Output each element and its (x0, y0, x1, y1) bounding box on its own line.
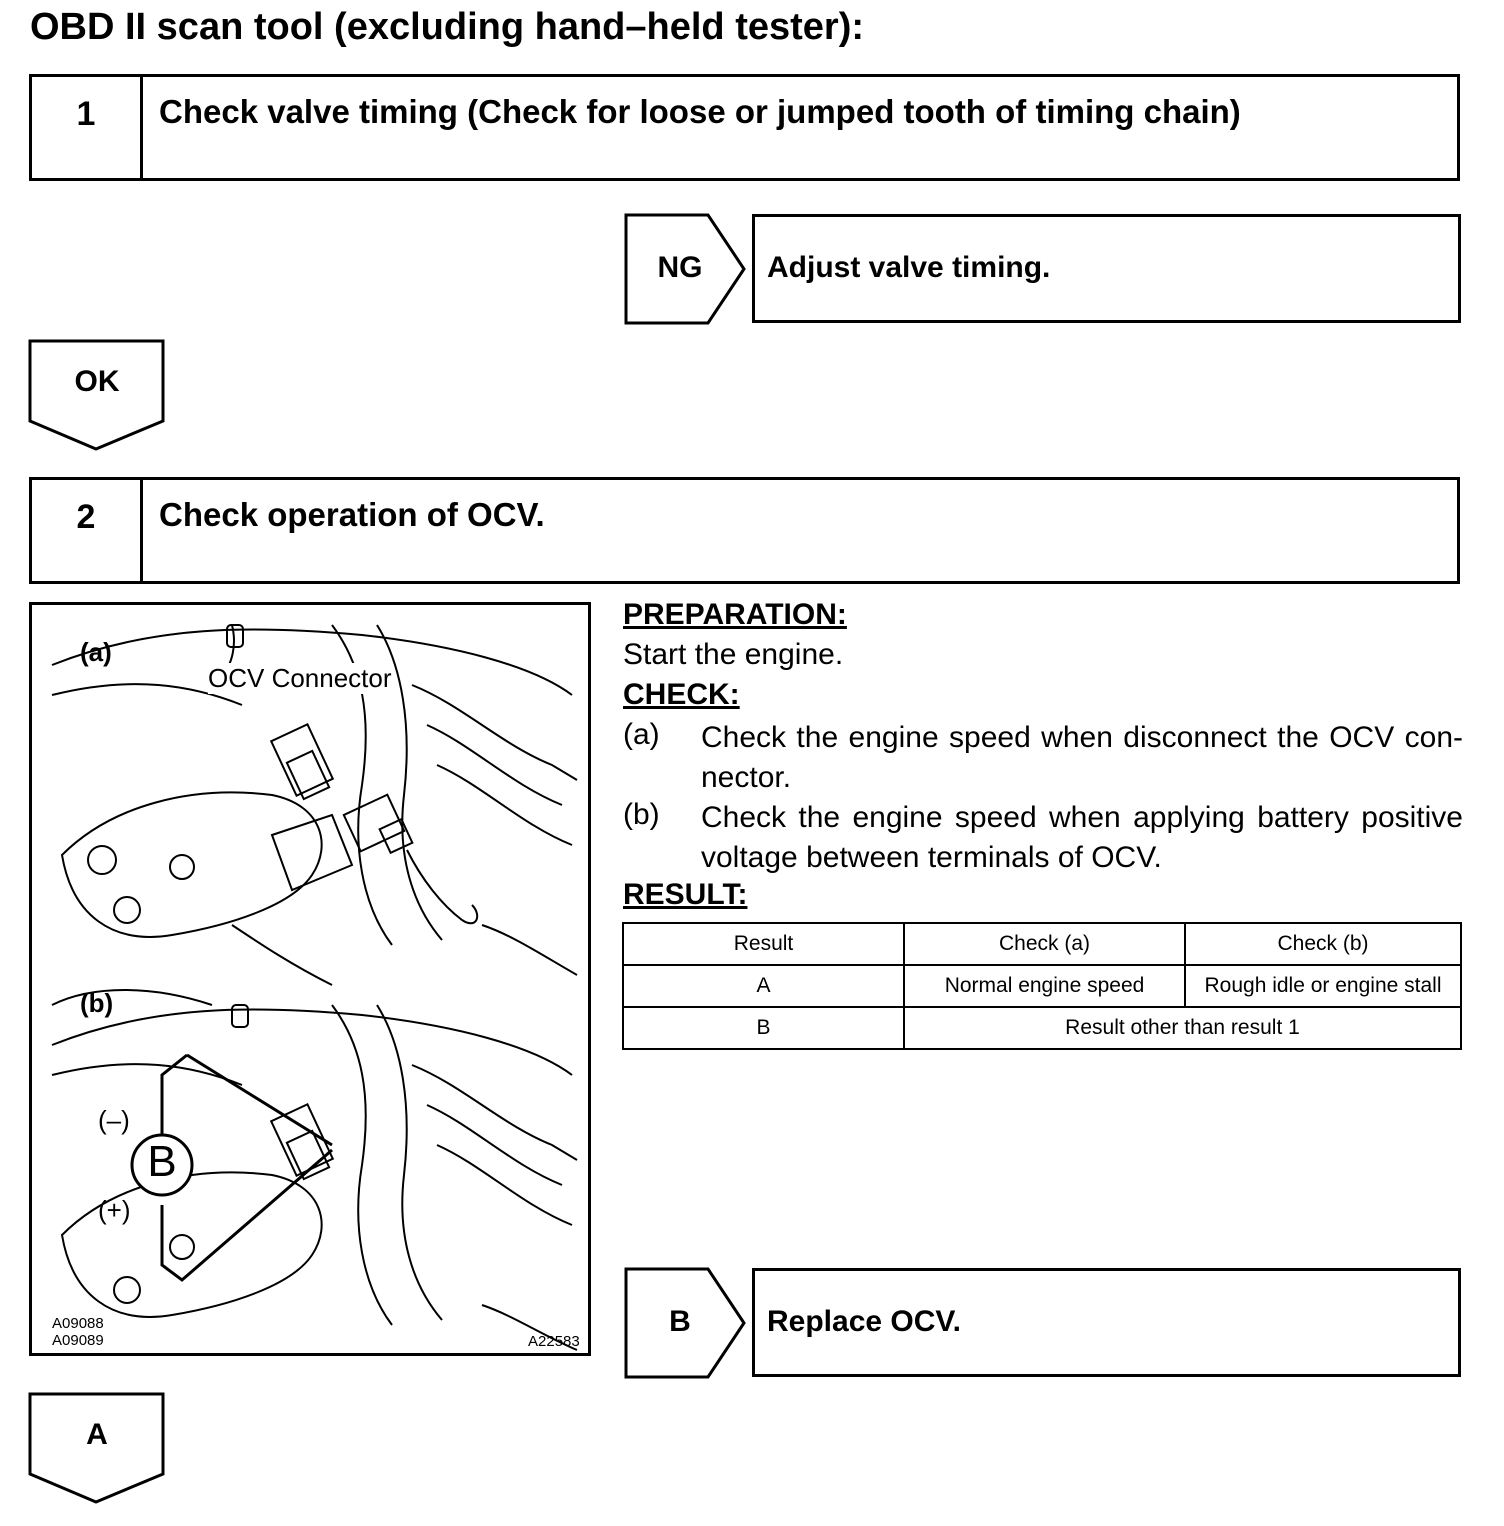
table-header-cell: Check (b) (1184, 922, 1462, 966)
figure-label-b: (b) (80, 988, 114, 1018)
figure-code-2: A09089 (52, 1332, 104, 1349)
result-heading: RESULT: (623, 878, 748, 911)
table-row: A Normal engine speed Rough idle or engi… (622, 964, 1462, 1008)
b-action-text: Replace OCV. (767, 1305, 961, 1338)
preparation-text: Start the engine. (623, 638, 844, 671)
table-header-row: Result Check (a) Check (b) (622, 922, 1462, 966)
check-item-b-tag: (b) (623, 798, 660, 831)
ocv-connector-label: OCV Connector (208, 663, 392, 694)
plus-terminal-label: (+) (98, 1195, 131, 1225)
table-row: B Result other than result 1 (622, 1006, 1462, 1050)
preparation-heading: PREPARATION: (623, 598, 847, 631)
ng-label: NG (657, 251, 703, 284)
table-cell: B (622, 1006, 905, 1050)
table-header-cell: Check (a) (903, 922, 1186, 966)
engine-drawing-icon (51, 624, 578, 1351)
engine-illustration: (a) (b) OCV Connector (–) (+) B A09088 A… (29, 602, 591, 1356)
minus-terminal-label: (–) (98, 1105, 130, 1135)
b-label: B (669, 1305, 691, 1338)
figure-code-3: A22583 (528, 1333, 580, 1350)
b-action-box: Replace OCV. (752, 1268, 1461, 1377)
step-1-box: 1 Check valve timing (Check for loose or… (29, 74, 1460, 181)
step-2-box: 2 Check operation of OCV. (29, 477, 1460, 584)
table-cell: A (622, 964, 905, 1008)
result-table: Result Check (a) Check (b) A Normal engi… (622, 922, 1462, 1050)
check-item-a-tag: (a) (623, 718, 660, 751)
ng-action-text: Adjust valve timing. (767, 251, 1051, 284)
battery-label: B (147, 1137, 177, 1186)
table-cell: Normal engine speed (903, 964, 1186, 1008)
step-1-number: 1 (32, 77, 143, 178)
a-label: A (86, 1418, 108, 1451)
figure-code-1: A09088 (52, 1315, 104, 1332)
check-item-b-text: Check the engine speed when applying bat… (701, 801, 1463, 874)
b-arrow-icon (624, 1267, 746, 1379)
step-2-text: Check operation of OCV. (159, 496, 545, 533)
ng-action-box: Adjust valve timing. (752, 214, 1461, 323)
page-title: OBD II scan tool (excluding hand–held te… (30, 6, 864, 48)
ng-arrow-icon (624, 213, 746, 325)
a-down-arrow-icon (28, 1392, 165, 1504)
table-cell: Result other than result 1 (903, 1006, 1462, 1050)
step-2-number: 2 (32, 480, 143, 581)
step-1-text: Check valve timing (Check for loose or j… (159, 93, 1241, 130)
figure-label-a: (a) (80, 637, 112, 667)
check-item-a-text: Check the engine speed when disconnect t… (701, 721, 1463, 794)
ok-label: OK (74, 365, 120, 398)
ok-down-arrow-icon (28, 339, 165, 451)
table-cell: Rough idle or engine stall (1184, 964, 1462, 1008)
check-heading: CHECK: (623, 678, 740, 711)
table-header-cell: Result (622, 922, 905, 966)
